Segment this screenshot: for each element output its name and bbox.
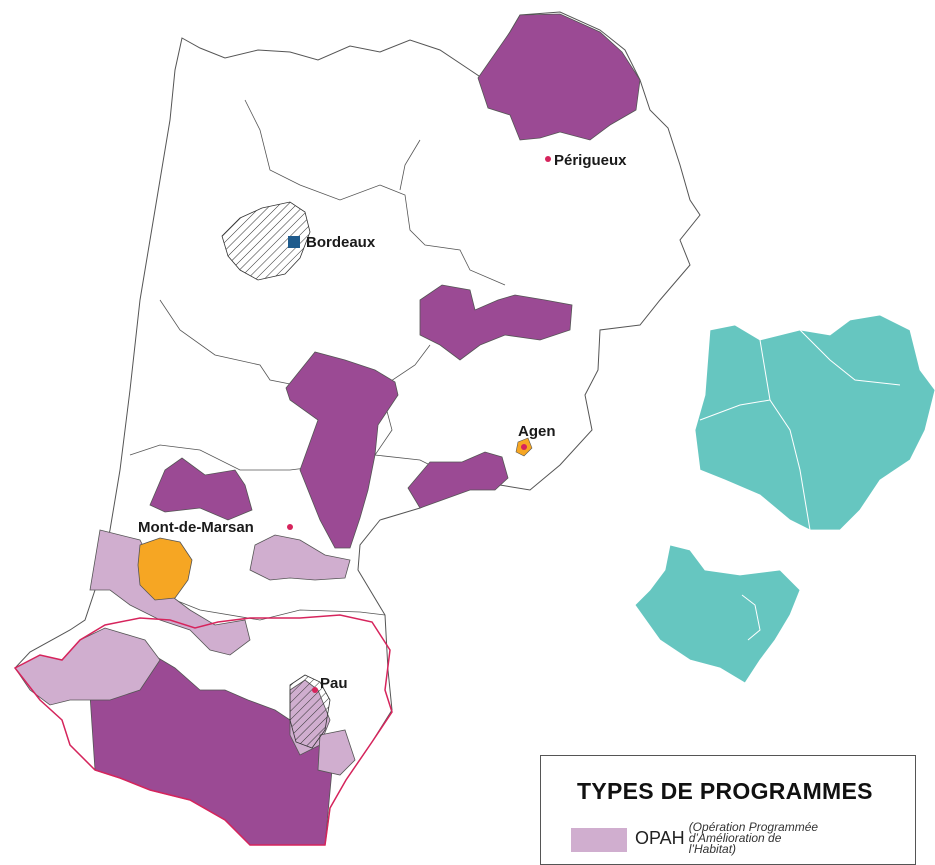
pink-border	[13, 614, 393, 846]
city-label-mont-de-marsan: Mont-de-Marsan	[138, 519, 254, 536]
inset-map-borders	[699, 329, 901, 641]
bordeaux-hatched-zone	[221, 201, 311, 281]
city-label-bordeaux: Bordeaux	[306, 234, 376, 251]
city-markers	[287, 156, 551, 693]
legend-item-opah: OPAH (Opération Programmée d’Amélioratio…	[571, 821, 819, 855]
legend-box: TYPES DE PROGRAMMES OPAH (Opération Prog…	[540, 755, 916, 865]
legend-swatch-opah	[571, 828, 627, 852]
city-label-perigueux: Périgueux	[554, 152, 627, 169]
pig-zones	[89, 13, 641, 846]
city-label-agen: Agen	[518, 423, 556, 440]
bordeaux-marker	[288, 236, 300, 248]
legend-desc-opah: (Opération Programmée d’Amélioration de …	[688, 820, 819, 856]
perigueux-marker	[545, 156, 551, 162]
agen-marker	[521, 444, 527, 450]
inset-map-shape	[694, 314, 935, 531]
inset-map-shape-south	[634, 544, 801, 684]
city-label-pau: Pau	[320, 675, 348, 692]
inset-map	[634, 314, 935, 684]
mont-de-marsan-marker	[287, 524, 293, 530]
orange-zone	[137, 537, 193, 601]
legend-title: TYPES DE PROGRAMMES	[577, 778, 873, 804]
pau-hatched-zone	[289, 674, 331, 749]
legend-code-opah: OPAH	[635, 828, 685, 848]
pau-marker	[312, 687, 318, 693]
